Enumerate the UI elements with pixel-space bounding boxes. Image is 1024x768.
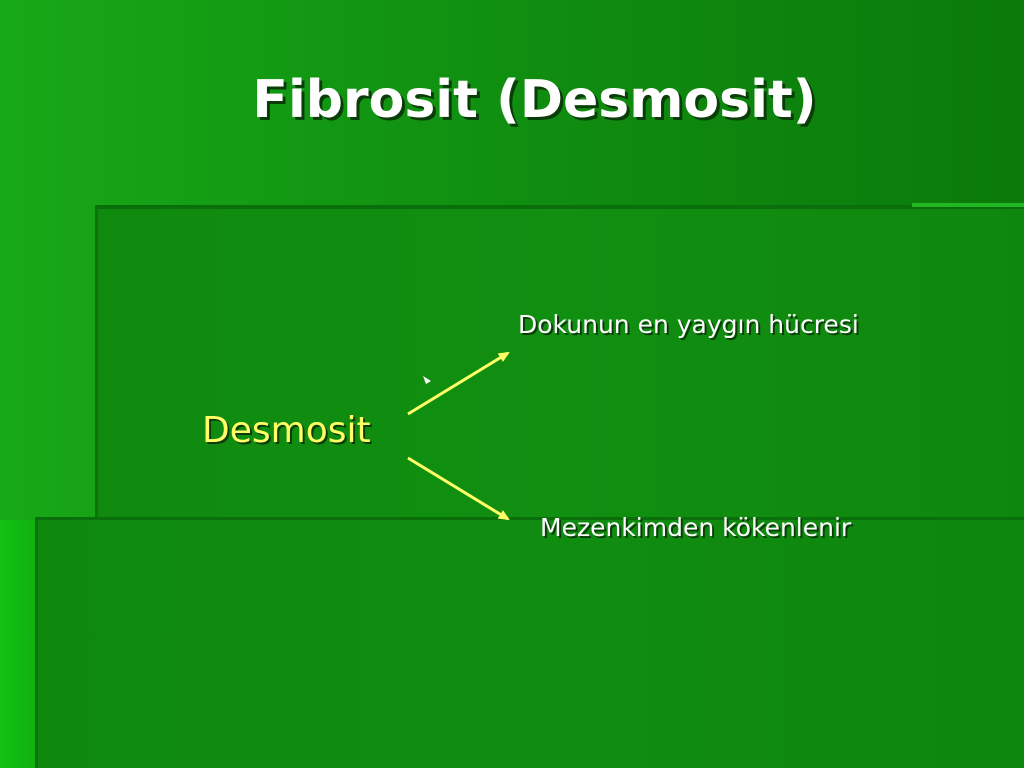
arrow-to-top-branch	[407, 351, 510, 416]
branch-label-bottom: Mezenkimden kökenlenir	[540, 513, 852, 542]
decorative-panel-edge	[912, 203, 1024, 207]
slide-title: Fibrosit (Desmosit)	[252, 70, 817, 130]
branch-label-top: Dokunun en yaygın hücresi	[518, 310, 859, 339]
decorative-left-band	[0, 520, 35, 768]
decorative-panel-bottom	[35, 517, 1024, 768]
center-label-desmosit: Desmosit	[202, 410, 371, 451]
decorative-panel-top	[95, 205, 1024, 524]
arrow-to-bottom-branch	[407, 456, 510, 521]
small-pointer-mark	[423, 376, 431, 384]
